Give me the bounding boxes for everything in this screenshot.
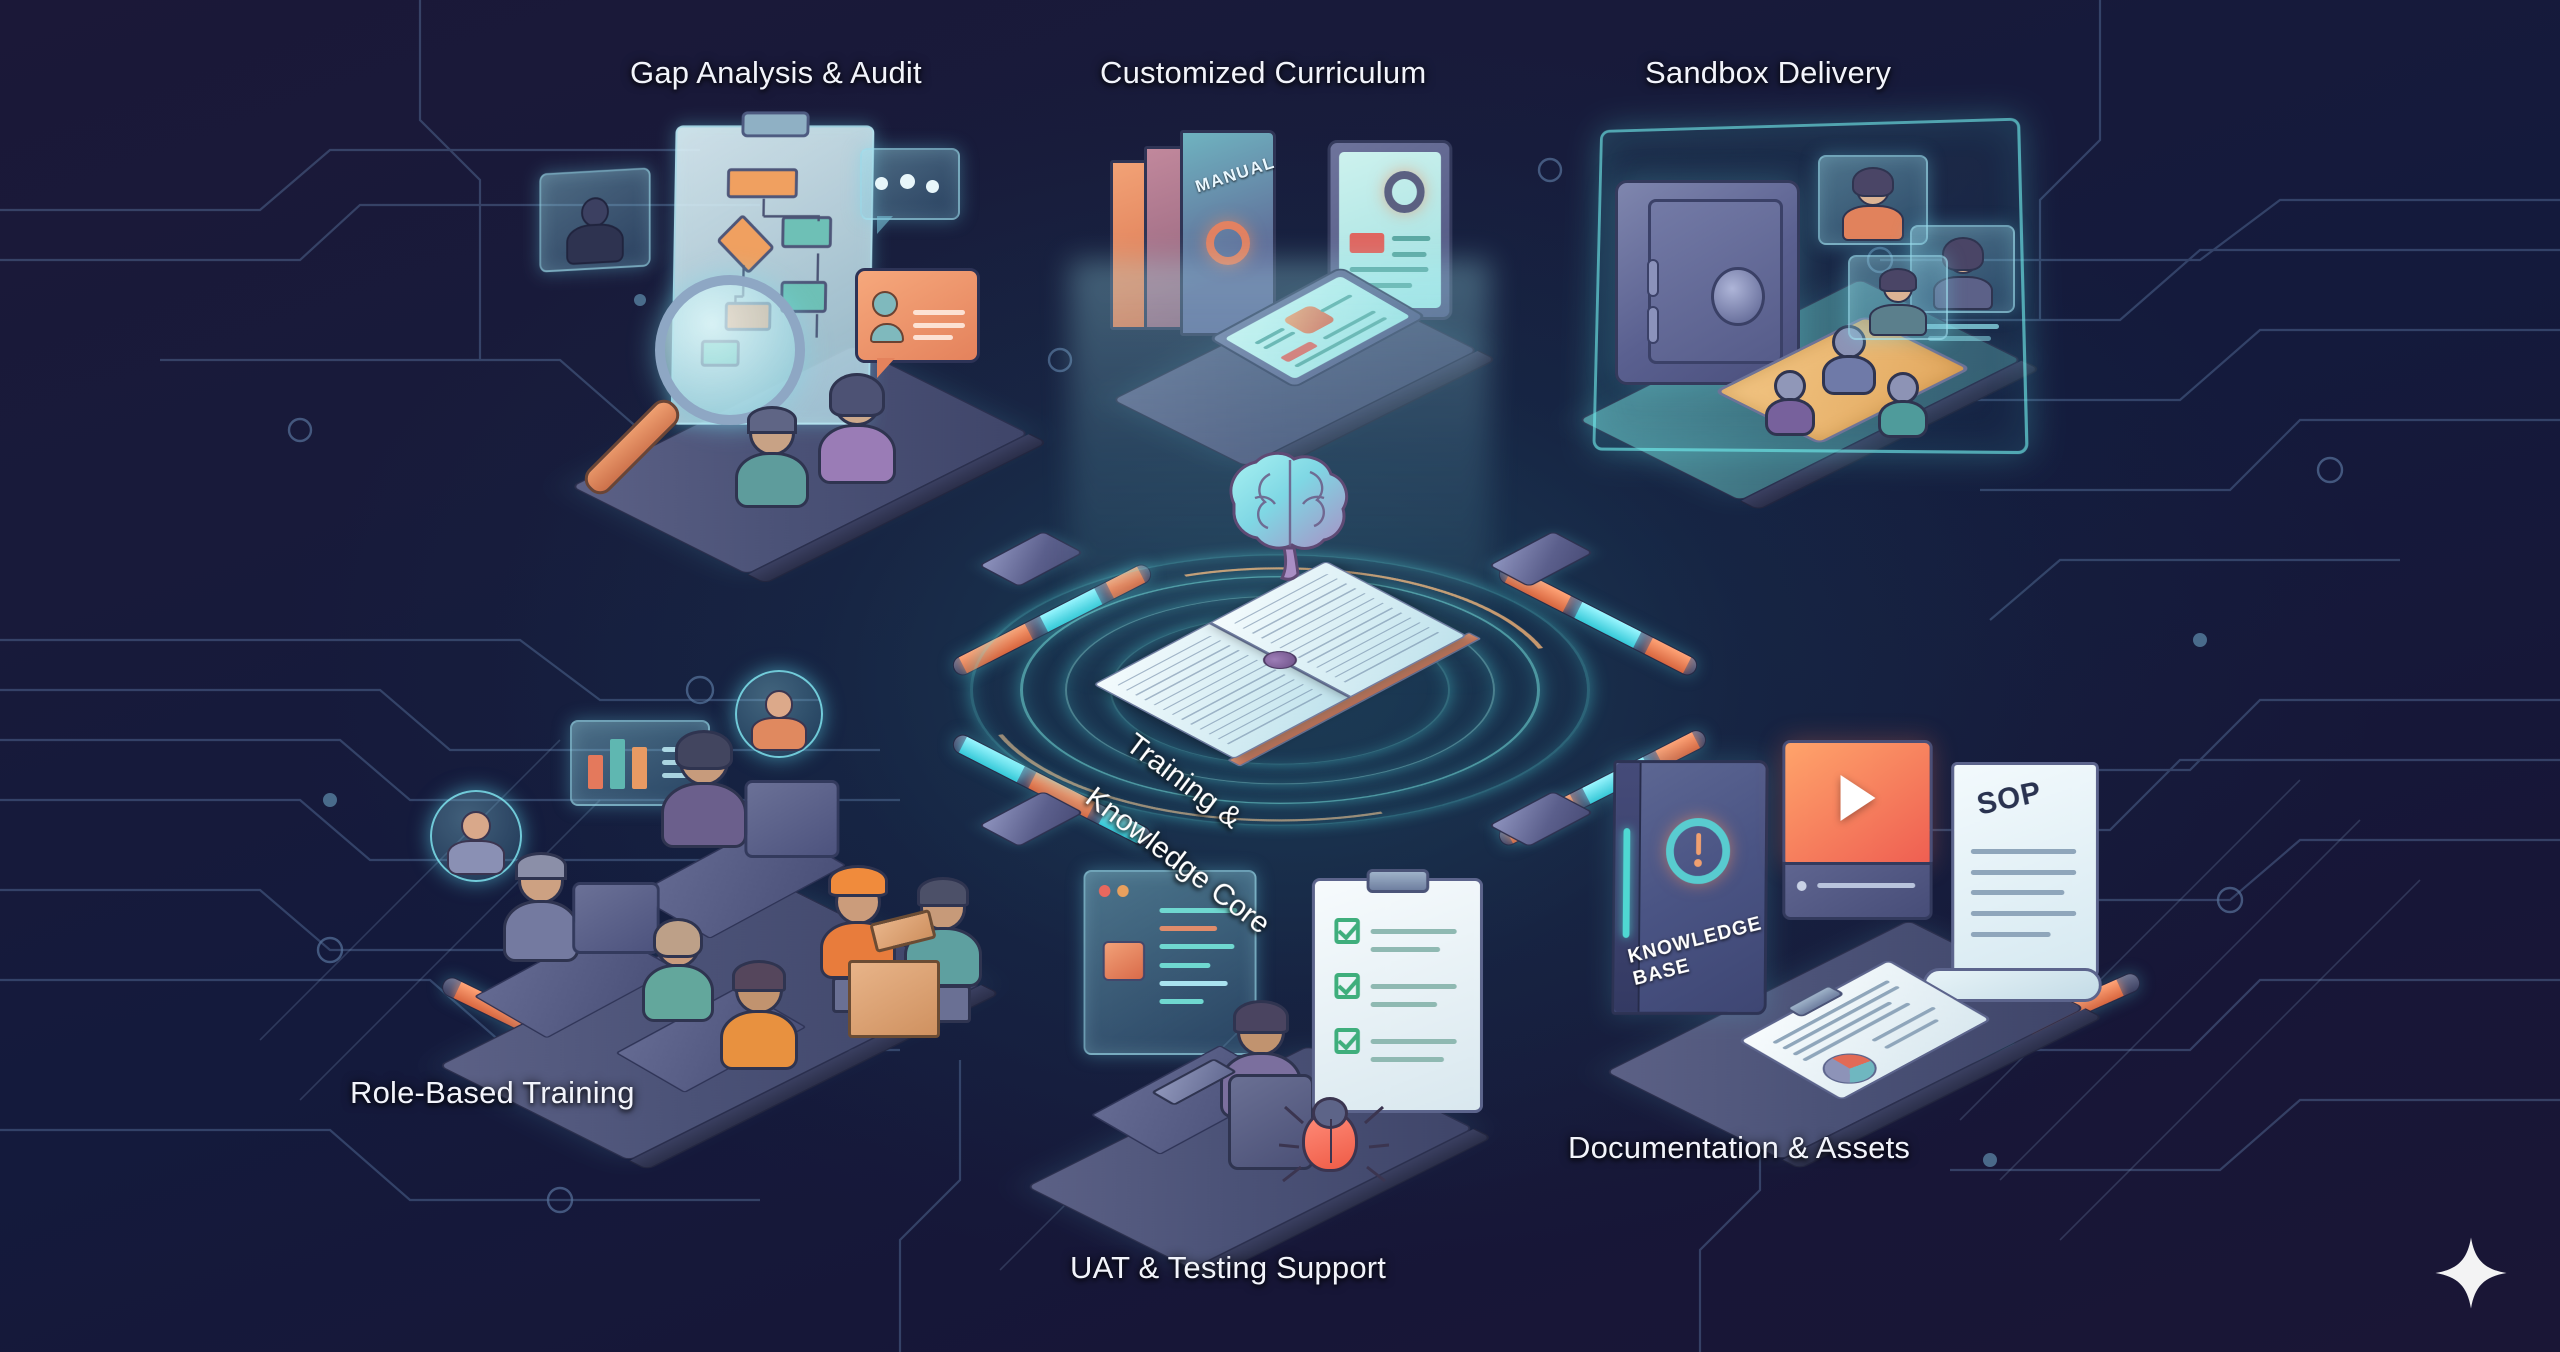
- person-manager: [660, 730, 748, 850]
- node-label-gap-analysis: Gap Analysis & Audit: [630, 55, 922, 90]
- person-standing-left: [502, 852, 580, 964]
- node-documentation-assets[interactable]: KNOWLEDGE BASE SOP: [1568, 740, 2140, 1170]
- books-icon: MANUAL: [1110, 130, 1330, 360]
- avatar-screen-icon: [539, 167, 651, 273]
- sandbox-person-3: [1878, 372, 1928, 438]
- profile-card-icon: [855, 268, 980, 378]
- monitor-upper-icon: [744, 780, 840, 858]
- avatar-bubble-left: [430, 790, 522, 882]
- book-manual: MANUAL: [1180, 130, 1278, 336]
- node-role-based-training[interactable]: Role-Based Training: [350, 660, 1050, 1171]
- checkbox-3: [1334, 1027, 1361, 1054]
- knowledge-base-book-icon: KNOWLEDGE BASE: [1611, 760, 1769, 1015]
- video-player-base: [1782, 862, 1933, 920]
- play-icon: [1840, 774, 1875, 821]
- node-sandbox-delivery[interactable]: Sandbox Delivery: [1560, 55, 2042, 520]
- sop-title: SOP: [1974, 775, 2045, 822]
- gear-alert-icon: [1666, 817, 1731, 884]
- bug-icon: [1279, 1105, 1389, 1183]
- video-call-window-2: [1910, 225, 2015, 341]
- brain-icon: [1200, 440, 1380, 590]
- magnifier-icon: [578, 275, 835, 505]
- gear-icon: [1206, 221, 1251, 265]
- node-label-role-based-training: Role-Based Training: [350, 1075, 635, 1110]
- knowledge-base-title: KNOWLEDGE BASE: [1626, 912, 1765, 991]
- node-label-customized-curriculum: Customized Curriculum: [1100, 55, 1427, 90]
- node-label-uat-testing: UAT & Testing Support: [1070, 1250, 1387, 1285]
- node-gap-analysis[interactable]: Gap Analysis & Audit: [539, 55, 1100, 585]
- gear-icon-tablet: [1383, 170, 1425, 213]
- sandbox-person-2: [1765, 370, 1815, 436]
- avatar-bubble-top: [735, 670, 823, 758]
- person-trainer-teal: [642, 918, 714, 1022]
- video-player-icon: [1782, 740, 1933, 865]
- node-label-sandbox-delivery: Sandbox Delivery: [1645, 55, 1892, 90]
- video-call-window-1: [1818, 155, 1928, 245]
- parcel-box-icon: [848, 960, 940, 1038]
- person-standing-purple: [818, 373, 896, 484]
- person-trainee-orange: [720, 960, 798, 1070]
- book-spine-text: MANUAL: [1192, 152, 1278, 197]
- sparkle-icon: [2434, 1236, 2508, 1310]
- video-call-window-3: [1848, 255, 1948, 340]
- node-label-documentation-assets: Documentation & Assets: [1568, 1130, 1911, 1165]
- node-customized-curriculum[interactable]: MANUAL: [1090, 55, 1540, 477]
- vault-safe-icon: [1615, 180, 1800, 385]
- chat-bubble-icon: [860, 148, 960, 234]
- sop-scroll-icon: SOP: [1922, 762, 2102, 1002]
- node-uat-testing[interactable]: UAT & Testing Support: [1010, 860, 1530, 1285]
- person-seated-teal: [735, 406, 809, 508]
